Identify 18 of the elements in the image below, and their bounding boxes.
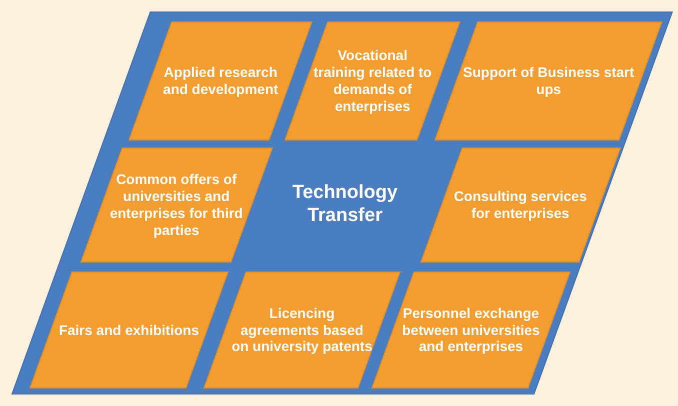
parallelogram-tile	[435, 22, 662, 140]
parallelogram-tile	[285, 22, 460, 140]
tile-text: Vocational training related to demands of enterprises	[312, 47, 433, 115]
tile-text: Applied research and development	[162, 64, 280, 98]
parallelogram-tile	[204, 272, 400, 388]
tile-text: Licencing agreements based on university patents	[230, 304, 373, 356]
parallelogram-panel	[12, 12, 672, 394]
tile-text: Support of Business start ups	[462, 64, 635, 98]
parallelogram-tile	[30, 272, 228, 388]
parallelogram-tile	[129, 22, 312, 140]
center-label: Technology Transfer	[291, 182, 399, 228]
tile-text: Common offers of universities and enterprises for third parties	[108, 171, 244, 239]
parallelogram-tile	[80, 148, 272, 262]
parallelogram-tile	[372, 272, 570, 388]
tile-text: Personnel exchange between universities and enterprises	[401, 304, 541, 356]
tile-text: Fairs and exhibitions	[58, 322, 199, 338]
tile-text: Consulting services for enterprises	[452, 188, 588, 222]
parallelogram-tile	[420, 148, 620, 262]
